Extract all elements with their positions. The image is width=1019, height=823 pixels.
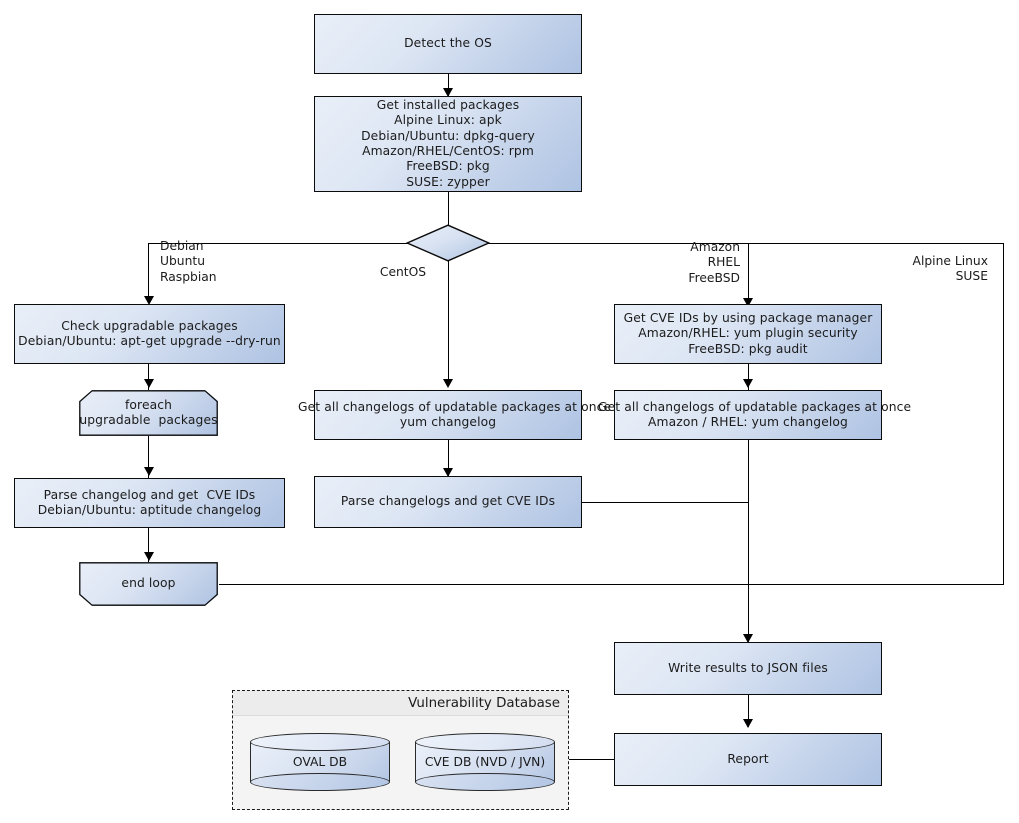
node-parse-changelogs-centos[interactable]: Parse changelogs and get CVE IDs [314,476,582,528]
loop-end-outline [79,562,218,606]
node-get-cve-ids-package-manager-label: Get CVE IDs by using package manager Ama… [623,310,873,356]
connector-amazon-drop [747,242,749,305]
connector-centos-parse-to-rail [582,501,748,503]
connector-foreach-to-parse [148,436,150,478]
group-vulnerability-database: Vulnerability Database OVAL DB CVE DB (N… [232,690,569,810]
diamond-shape [405,224,491,262]
node-get-installed-packages[interactable]: Get installed packages Alpine Linux: apk… [314,96,582,192]
db-cve-top [415,733,555,751]
edge-label-alpine-branch: Alpine Linux SUSE [912,254,988,284]
connector-decision-spine-right [487,242,1004,244]
node-foreach-upgradable-packages[interactable]: foreach upgradable packages [79,390,218,436]
connector-centos-drop [447,260,449,385]
node-report[interactable]: Report [614,733,882,786]
node-centos-get-all-changelogs-label: Get all changelogs of updatable packages… [298,399,612,429]
node-check-upgradable-packages[interactable]: Check upgradable packages Debian/Ubuntu:… [14,304,285,364]
edge-label-amazon-branch: Amazon RHEL FreeBSD [688,240,740,285]
connector-alpine-drop [1003,242,1005,585]
db-oval-label: OVAL DB [292,755,348,769]
arrowhead-amazon-branch [742,298,753,307]
node-foreach-label: foreach upgradable packages [79,397,218,427]
connector-packages-to-decision [447,192,449,225]
arrowhead-parse-to-endloop [143,552,154,561]
node-report-label: Report [727,751,769,766]
connector-debian-drop [148,242,150,303]
node-centos-get-all-changelogs[interactable]: Get all changelogs of updatable packages… [298,390,611,440]
db-cve[interactable]: CVE DB (NVD / JVN) [415,733,555,791]
node-parse-changelogs-centos-label: Parse changelogs and get CVE IDs [340,494,556,509]
db-oval[interactable]: OVAL DB [250,733,390,791]
db-oval-top [250,733,390,751]
node-write-results-json[interactable]: Write results to JSON files [614,642,882,695]
node-rhel-get-all-changelogs-label: Get all changelogs of updatable packages… [598,399,912,429]
arrowhead-rail-to-write-results [742,634,753,643]
connector-vulndb-to-report [568,758,615,760]
node-get-installed-packages-label: Get installed packages Alpine Linux: apk… [361,97,535,189]
db-cve-label: CVE DB (NVD / JVN) [424,755,546,769]
arrowhead-centos-branch [442,379,453,388]
db-oval-bottom [250,773,390,791]
arrowhead-check-to-foreach [143,379,154,388]
node-get-cve-ids-package-manager[interactable]: Get CVE IDs by using package manager Ama… [614,304,882,364]
node-detect-the-os-label: Detect the OS [404,36,492,51]
connector-write-to-report [747,695,749,727]
connector-rail-to-write-results [747,440,749,642]
node-detect-the-os[interactable]: Detect the OS [314,14,582,74]
connector-parse-to-endloop [148,528,150,562]
arrowhead-cve-pkgmgr-to-changelog [742,379,753,388]
arrowhead-debian-branch [143,296,154,305]
node-parse-changelog-debian[interactable]: Parse changelog and get CVE IDs Debian/U… [14,478,285,528]
connector-detect-to-packages [447,74,449,96]
connector-cve-pkgmgr-to-changelog [747,364,749,390]
edge-label-centos-branch: CentOS [379,265,427,279]
db-cve-bottom [415,773,555,791]
node-write-results-json-label: Write results to JSON files [668,660,828,675]
edge-label-debian-branch: Debian Ubuntu Raspbian [160,239,217,284]
node-end-loop[interactable]: end loop [79,562,218,606]
group-vulnerability-database-title: Vulnerability Database [233,691,568,716]
node-rhel-get-all-changelogs[interactable]: Get all changelogs of updatable packages… [598,390,911,440]
connector-alpine-to-rail [219,583,1004,585]
connector-decision-spine-left [148,242,409,244]
node-parse-changelog-debian-label: Parse changelog and get CVE IDs Debian/U… [37,487,262,517]
connector-centos-changelog-to-parse [447,440,449,476]
arrowhead-foreach-to-parse [143,467,154,476]
node-end-loop-label: end loop [121,576,176,591]
node-check-upgradable-packages-label: Check upgradable packages Debian/Ubuntu:… [18,318,281,348]
connector-check-to-foreach [148,364,150,390]
arrowhead-detect-to-packages [442,88,453,97]
arrowhead-write-to-report [742,719,753,728]
node-os-decision[interactable] [405,224,491,262]
arrowhead-centos-changelog-to-parse [442,468,453,477]
loop-start-outline [79,390,218,436]
